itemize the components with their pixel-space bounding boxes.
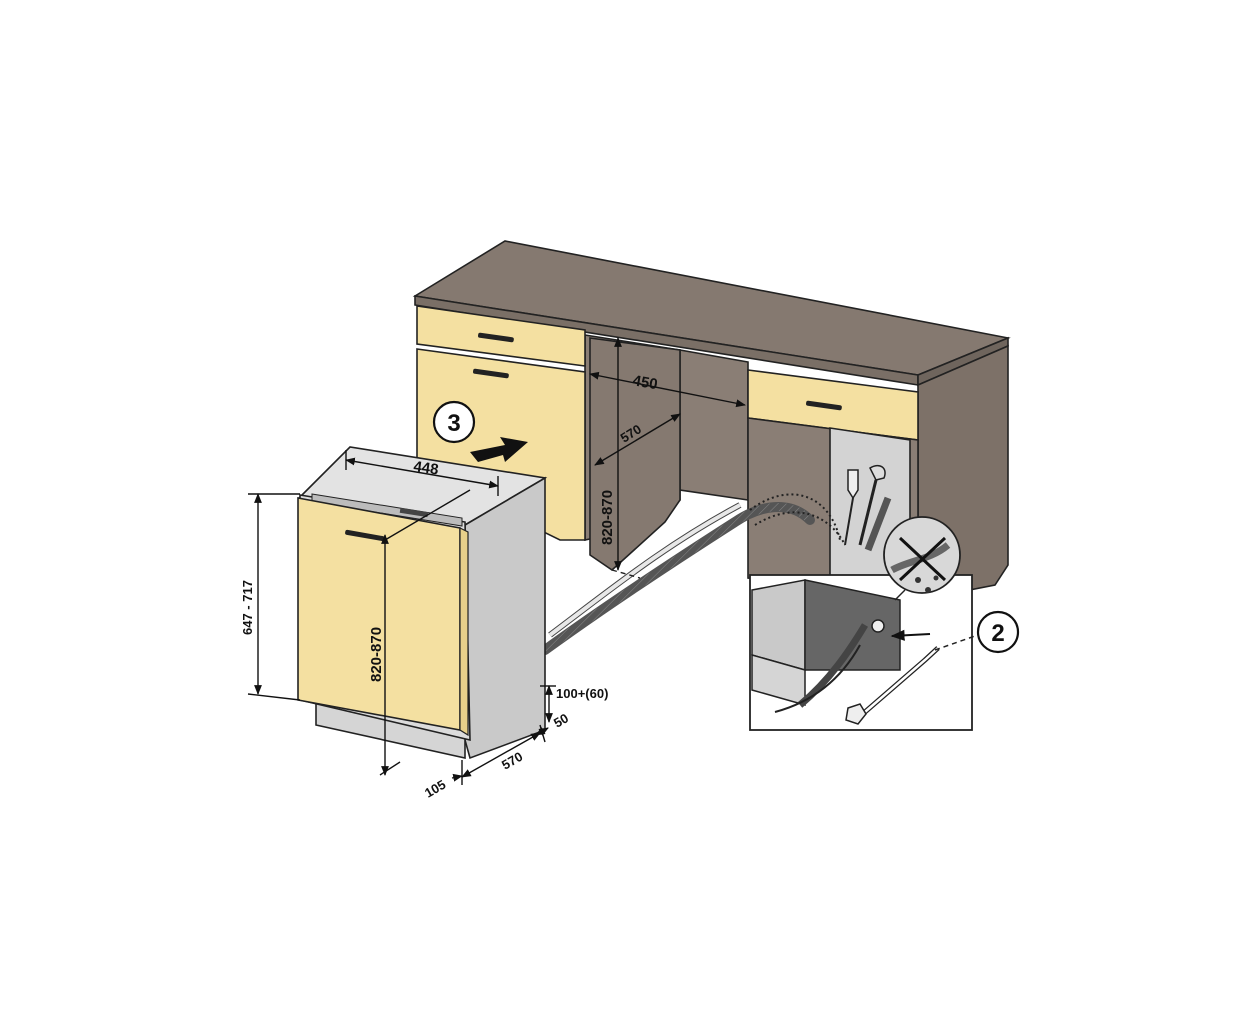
no-water-drop-icon [883,516,961,601]
callout-dash-2 [934,635,976,651]
kitchen-cabinet [412,240,1011,601]
ext-line-ah-bottom [379,761,401,776]
step-3-callout: 3 [432,400,476,444]
hose-routing-dotted [749,493,841,541]
label-appliance-width: 448 [412,458,439,478]
ext-line-ph-bottom [247,693,301,701]
plug-cable [844,497,854,546]
dimension-labels: 450 570 820-870 448 820-870 647 - 717 10… [240,372,659,800]
magnifier-line [894,589,906,601]
panel-handle [345,529,385,542]
panel-edge [459,527,469,737]
drawer-handle-3 [806,400,842,411]
cross-line-2 [898,536,947,582]
connection-detail-inset [749,574,976,731]
utility-connections [844,464,892,552]
furniture-front-panel [297,497,461,731]
dim-line-depth-bottom [461,732,541,778]
dim-line-appliance-width [345,457,499,489]
water-drop-2 [925,587,931,593]
hose-routing-dotted-2 [754,511,846,546]
arrow-right-icon [470,437,528,462]
label-niche-width: 450 [631,372,659,393]
dim-line-foot [451,773,463,782]
drawer-handle-1 [478,332,514,343]
ext-line-db-2 [539,724,546,743]
inset-nut [845,703,867,725]
niche-floor-dash [611,569,641,579]
drain-pipe [864,496,892,552]
ext-line-ah-diag [384,489,471,541]
label-foot-offset: 105 [422,777,448,801]
drawer-handle-2 [473,368,509,379]
step-3-circle [432,400,476,444]
step-2-number: 2 [991,620,1004,647]
label-panel-height: 647 - 717 [240,580,255,635]
inset-inlet-hose [774,644,861,713]
drain-hose-inner [542,503,813,654]
dishwasher [297,446,548,760]
power-plug-icon [847,469,859,500]
inset-arrow [890,629,931,641]
control-display [399,507,429,518]
label-plinth-gap: 50 [551,710,571,730]
faucet-valve-icon [869,464,886,481]
niche-back-wall [679,349,749,501]
label-plinth-height: 100+(60) [556,686,608,701]
inset-appliance-base [804,579,901,671]
step-3-number: 3 [447,410,460,437]
water-drop-3 [933,575,939,581]
label-niche-height: 820-870 [599,490,616,545]
dim-line-niche-depth [594,413,681,466]
inset-water-pipe-inner [857,647,939,719]
valve-pipe [858,479,878,546]
water-drop-1 [915,577,921,583]
inlet-hose-inner [548,503,741,637]
inset-valve [871,619,885,633]
step-2-circle [976,610,1020,654]
label-depth-bottom: 570 [499,749,525,773]
step-2-callout: 2 [976,610,1020,654]
dishwasher-right-side [464,476,546,760]
hoses [540,493,846,655]
label-appliance-height: 820-870 [368,627,385,682]
dimension-lines [247,337,746,785]
